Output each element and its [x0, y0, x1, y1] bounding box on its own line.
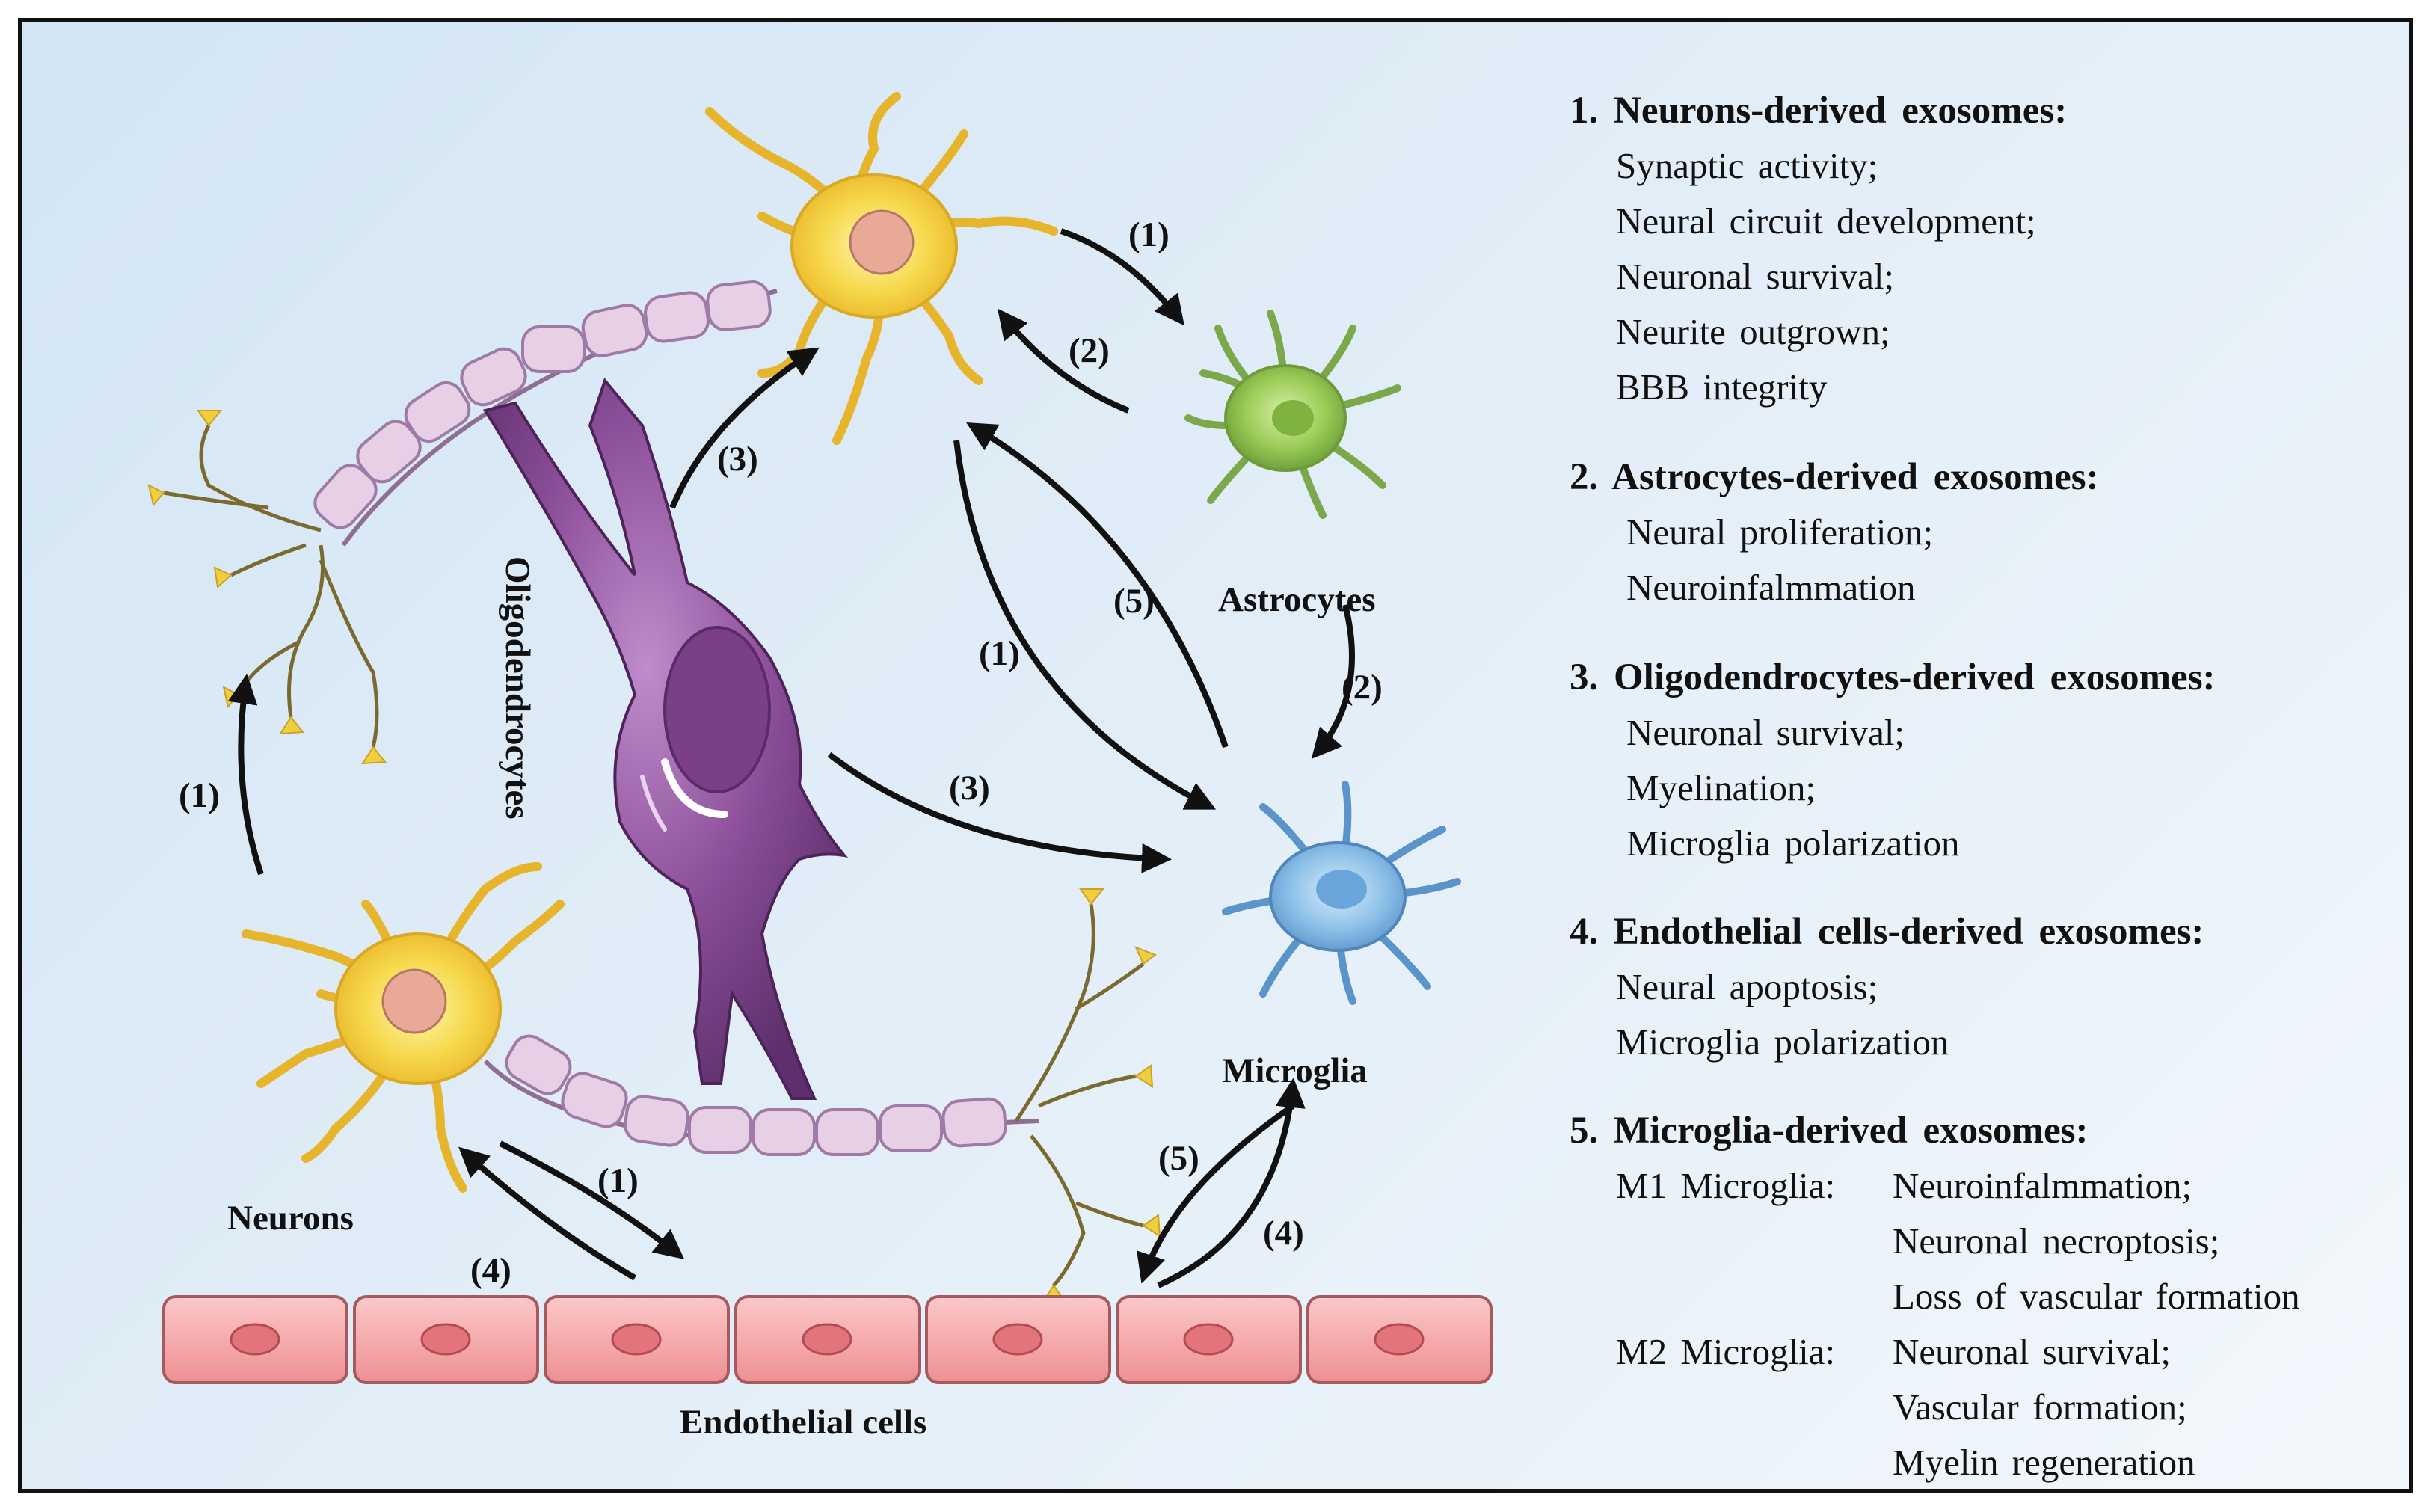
label-arrow-3-olig-neuron: (3) — [717, 440, 758, 479]
label-astrocytes: Astrocytes — [1218, 580, 1376, 619]
cell-diagram: (1) (1) (4) (3) (3) (1) (2) (2) (1) (5) … — [147, 92, 1493, 1442]
legend-m1-item: Neuroinfalmmation; — [1893, 1165, 2192, 1206]
arrow-endothelial-to-neuron — [458, 1146, 637, 1281]
legend-m2-item: Vascular formation; — [1893, 1386, 2187, 1428]
arrow-neuron-to-axon — [227, 674, 264, 876]
label-arrow-2-astro-micro: (2) — [1342, 668, 1383, 707]
lower-axon — [483, 1034, 1039, 1156]
legend-m1-label: M1 Microglia: — [1616, 1165, 1836, 1206]
legend-m2-item: Myelin regeneration — [1893, 1442, 2195, 1483]
label-arrow-1-neuron-micro: (1) — [979, 634, 1020, 673]
label-arrow-1-neuron-endo: (1) — [597, 1161, 639, 1200]
legend-section-1-item: Neural circuit development; — [1616, 200, 2036, 242]
label-arrow-1-neuron-axon: (1) — [179, 776, 220, 815]
legend-section-3-title: 3. Oligodendrocytes-derived exosomes: — [1570, 657, 2216, 698]
legend-section-2-title: 2. Astrocytes-derived exosomes: — [1570, 456, 2099, 498]
legend-m2-item: Neuronal survival; — [1893, 1331, 2172, 1372]
label-oligodendrocytes: Oligodendrocytes — [498, 556, 537, 820]
arrow-astro-to-neuron — [998, 308, 1130, 414]
label-arrow-4-endo-micro: (4) — [1263, 1214, 1304, 1253]
label-arrow-4-endo-neuron: (4) — [470, 1251, 511, 1290]
arrow-neuron-to-endothelial — [499, 1140, 685, 1259]
legend-section-1-item: BBB integrity — [1616, 366, 1828, 408]
legend-section-1-title: 1. Neurons-derived exosomes: — [1570, 90, 2068, 132]
arrows — [227, 228, 1355, 1288]
arrow-olig-to-neuron — [669, 347, 820, 509]
endothelial-layer — [162, 1295, 1493, 1384]
legend-section-4-item: Microglia polarization — [1616, 1021, 1949, 1063]
legend-m2-label: M2 Microglia: — [1616, 1331, 1836, 1372]
label-arrow-5-micro-endo: (5) — [1158, 1139, 1199, 1178]
lower-axon-terminals — [1014, 888, 1161, 1303]
legend-section-3-item: Microglia polarization — [1626, 823, 1960, 864]
legend-section-5-title: 5. Microglia-derived exosomes: — [1570, 1110, 2089, 1152]
oligodendrocyte — [482, 377, 849, 1100]
arrow-neuron-to-astro — [1060, 228, 1184, 326]
label-neurons: Neurons — [227, 1199, 354, 1238]
legend-section-3-item: Myelination; — [1626, 767, 1816, 808]
label-endothelial-cells: Endothelial cells — [680, 1403, 926, 1442]
legend-section-1-item: Neuronal survival; — [1616, 256, 1895, 297]
arrow-astro-to-microglia — [1311, 604, 1355, 760]
label-arrow-3-olig-micro: (3) — [949, 769, 990, 808]
label-arrow-2-astro-neuron: (2) — [1069, 331, 1110, 370]
arrow-endothelial-to-microglia — [1157, 1078, 1306, 1288]
upper-axon-terminals — [147, 410, 387, 765]
astrocyte — [1184, 310, 1401, 519]
neuron-upper — [705, 92, 1058, 445]
legend-section-1-item: Synaptic activity; — [1616, 145, 1878, 186]
arrow-microglia-to-endothelial — [1137, 1103, 1295, 1284]
legend-section-2-item: Neural proliferation; — [1626, 511, 1934, 553]
microglia — [1222, 781, 1461, 1005]
legend-section-1-item: Neurite outgrown; — [1616, 311, 1890, 352]
legend-section-2-item: Neuroinfalmmation — [1626, 567, 1916, 608]
legend-section-4-title: 4. Endothelial cells-derived exosomes: — [1570, 911, 2204, 953]
label-microglia: Microglia — [1222, 1051, 1368, 1090]
arrow-microglia-to-neuron — [966, 422, 1229, 749]
legend-section-3-item: Neuronal survival; — [1626, 712, 1905, 753]
figure-frame: (1) (1) (4) (3) (3) (1) (2) (2) (1) (5) … — [18, 18, 2413, 1493]
legend-m1-item: Neuronal necroptosis; — [1893, 1220, 2220, 1261]
legend-section-4-item: Neural apoptosis; — [1616, 966, 1878, 1007]
upper-axon — [313, 280, 778, 547]
neuron-lower — [242, 862, 565, 1193]
legend-m1-item: Loss of vascular formation — [1893, 1276, 2300, 1317]
label-arrow-5-micro-neuron: (5) — [1113, 582, 1155, 621]
arrow-neuron-to-microglia — [953, 440, 1217, 810]
arrow-olig-to-microglia — [827, 752, 1172, 873]
label-arrow-1-neuron-astro: (1) — [1128, 215, 1170, 254]
